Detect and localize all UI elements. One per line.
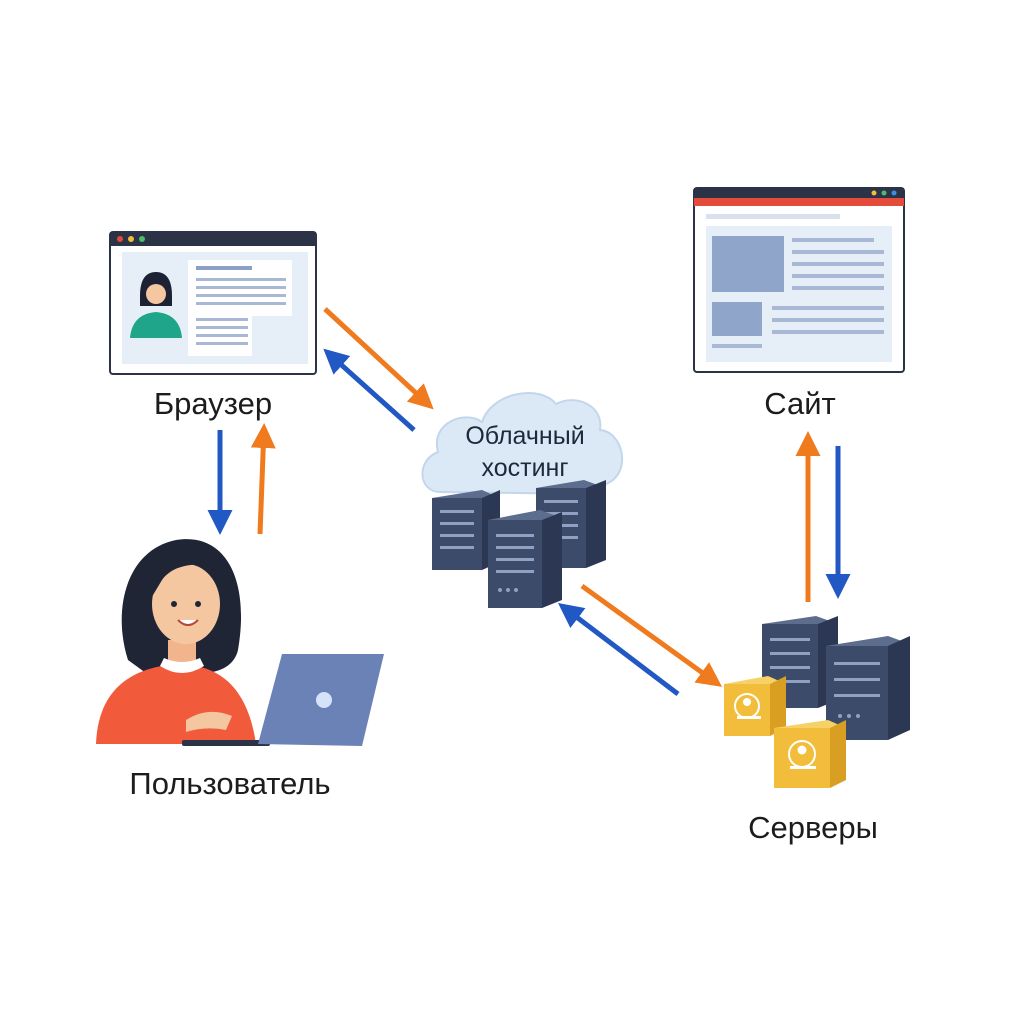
website-window-icon xyxy=(693,187,905,373)
site-label: Сайт xyxy=(764,386,836,421)
cloud-icon xyxy=(421,392,624,496)
server-rack-icon xyxy=(826,636,910,740)
request-arrow xyxy=(250,423,276,535)
arrows xyxy=(207,307,851,696)
database-box-icon xyxy=(724,676,786,736)
profile-avatar-icon xyxy=(130,272,182,338)
server-rack-icon xyxy=(488,510,562,608)
servers-cluster xyxy=(724,616,910,788)
servers-label: Серверы xyxy=(748,810,878,845)
request-arrow xyxy=(580,583,723,687)
database-box-icon xyxy=(774,720,846,788)
cloud-server-cluster xyxy=(432,480,606,608)
user-label: Пользователь xyxy=(129,766,331,801)
cloud-label-line2: хостинг xyxy=(481,454,569,482)
response-arrow xyxy=(323,348,416,432)
browser-window-icon xyxy=(109,231,317,375)
server-rack-icon xyxy=(432,490,500,570)
person-with-laptop-icon xyxy=(96,539,384,746)
cloud-label-line1: Облачный xyxy=(465,422,585,450)
request-arrow xyxy=(323,307,434,410)
cloud-hosting-label: Облачный хостинг xyxy=(430,420,620,484)
browser-label: Браузер xyxy=(153,386,273,421)
response-arrow xyxy=(558,602,680,696)
